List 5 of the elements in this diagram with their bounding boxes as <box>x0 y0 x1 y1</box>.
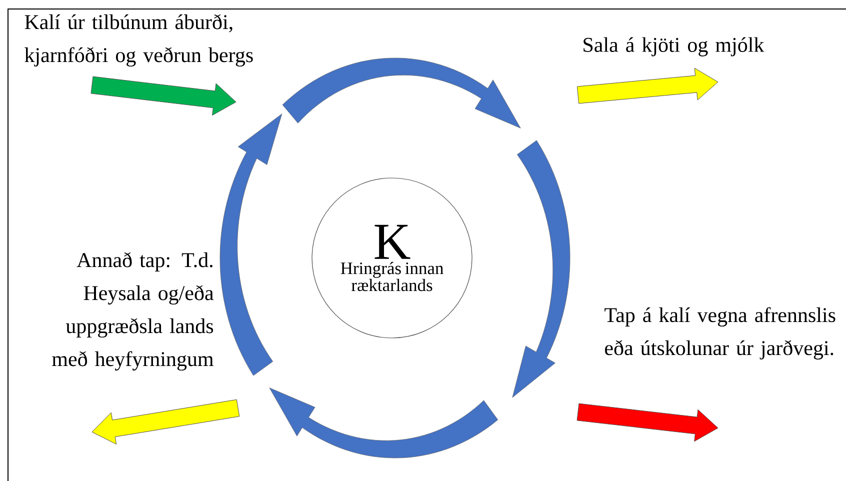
note-text: Annað tap: T.d. Heysala og/eða uppgræðsla lands með heyfyrningum <box>52 252 214 371</box>
note-text: Tap á kalí vegna afrennslis eða útskolunar úr jarðvegi. <box>604 307 836 360</box>
note-text: Sala á kjöti og mjólk <box>584 37 764 56</box>
note-text: Kalí úr tilbúnum áburði, kjarnfóðri og veðrun bergs <box>24 14 253 67</box>
circle-node: K Hringrás innan ræktarlands <box>312 178 472 338</box>
